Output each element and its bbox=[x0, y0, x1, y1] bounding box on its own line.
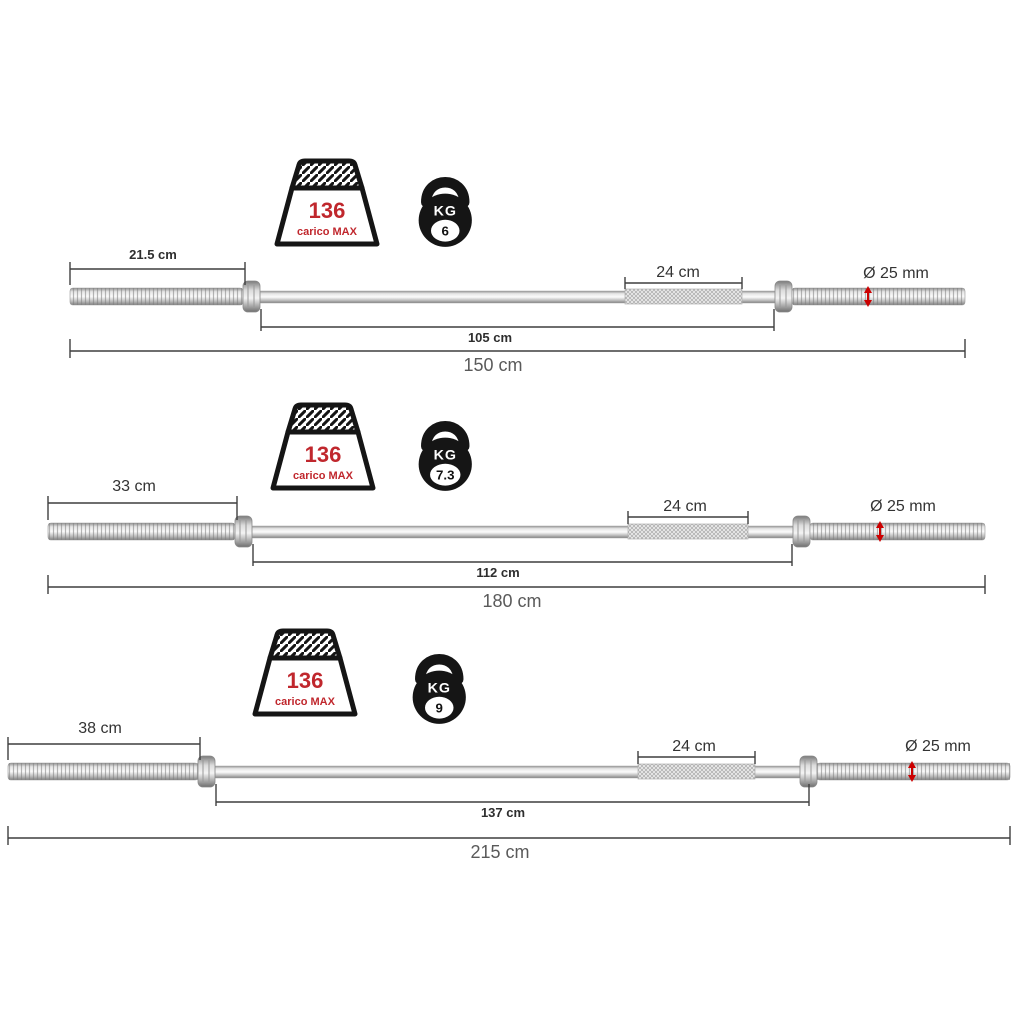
grip-dimension-label: 24 cm bbox=[672, 738, 716, 755]
kettlebell-icon: KG 6 bbox=[418, 177, 472, 247]
diameter-dimension-label: Ø 25 mm bbox=[870, 498, 936, 515]
max-load-label: carico MAX bbox=[293, 470, 354, 482]
size-row-180: 136 carico MAX KG 7.3 bbox=[47, 402, 986, 611]
kettlebell-weight-value: 9 bbox=[436, 700, 443, 715]
max-load-icon: 136 carico MAX bbox=[274, 158, 380, 247]
diameter-arrow-icon bbox=[908, 761, 916, 768]
kettlebell-weight-value: 6 bbox=[442, 223, 449, 238]
barbell-graphic-215 bbox=[7, 755, 1011, 788]
dimension-diameter: Ø 25 mm bbox=[870, 498, 936, 542]
max-load-icon: 136 carico MAX bbox=[270, 402, 376, 491]
kettlebell-unit-label: KG bbox=[434, 448, 457, 464]
dimension-sleeve: 38 cm bbox=[7, 720, 201, 760]
dimension-inner: 112 cm bbox=[252, 544, 793, 580]
max-load-label: carico MAX bbox=[275, 696, 336, 708]
sleeve-dimension-label: 38 cm bbox=[78, 720, 122, 737]
inner-dimension-label: 137 cm bbox=[481, 805, 525, 820]
dimension-inner: 105 cm bbox=[260, 309, 775, 345]
barbell-graphic-150 bbox=[69, 280, 966, 313]
sleeve-dimension-label: 21.5 cm bbox=[129, 247, 177, 262]
kettlebell-weight-value: 7.3 bbox=[436, 467, 455, 482]
grip-dimension-label: 24 cm bbox=[663, 498, 707, 515]
dimension-diameter: Ø 25 mm bbox=[905, 738, 971, 782]
dimension-sleeve: 21.5 cm bbox=[69, 247, 246, 285]
barbell-graphic-180 bbox=[47, 515, 986, 548]
kettlebell-icon: KG 9 bbox=[412, 654, 466, 724]
kettlebell-unit-label: KG bbox=[434, 204, 457, 220]
dimension-total: 215 cm bbox=[7, 826, 1011, 862]
total-dimension-label: 215 cm bbox=[470, 842, 529, 862]
max-load-value: 136 bbox=[305, 442, 342, 467]
inner-dimension-label: 105 cm bbox=[468, 330, 512, 345]
diameter-dimension-label: Ø 25 mm bbox=[905, 738, 971, 755]
diameter-arrow-icon bbox=[876, 521, 884, 528]
total-dimension-label: 180 cm bbox=[482, 591, 541, 611]
dimension-inner: 137 cm bbox=[215, 784, 810, 820]
dimension-diameter: Ø 25 mm bbox=[863, 265, 929, 307]
max-load-label: carico MAX bbox=[297, 226, 358, 238]
dimension-grip: 24 cm bbox=[624, 264, 743, 289]
size-row-215: 136 carico MAX KG 9 bbox=[7, 628, 1011, 862]
kettlebell-icon: KG 7.3 bbox=[418, 421, 472, 491]
dimension-total: 180 cm bbox=[47, 575, 986, 611]
dimension-total: 150 cm bbox=[69, 339, 966, 375]
max-load-icon: 136 carico MAX bbox=[252, 628, 358, 717]
dimension-grip: 24 cm bbox=[627, 498, 749, 524]
grip-dimension-label: 24 cm bbox=[656, 264, 700, 281]
size-row-150: 136 carico MAX KG 6 bbox=[69, 158, 966, 375]
dimension-grip: 24 cm bbox=[637, 738, 756, 764]
kettlebell-unit-label: KG bbox=[428, 681, 451, 697]
dimension-sleeve: 33 cm bbox=[47, 478, 238, 520]
sleeve-dimension-label: 33 cm bbox=[112, 478, 156, 495]
max-load-value: 136 bbox=[309, 198, 346, 223]
max-load-value: 136 bbox=[287, 668, 324, 693]
total-dimension-label: 150 cm bbox=[463, 355, 522, 375]
inner-dimension-label: 112 cm bbox=[476, 565, 519, 580]
diameter-arrow-icon bbox=[864, 286, 872, 293]
diameter-dimension-label: Ø 25 mm bbox=[863, 265, 929, 282]
